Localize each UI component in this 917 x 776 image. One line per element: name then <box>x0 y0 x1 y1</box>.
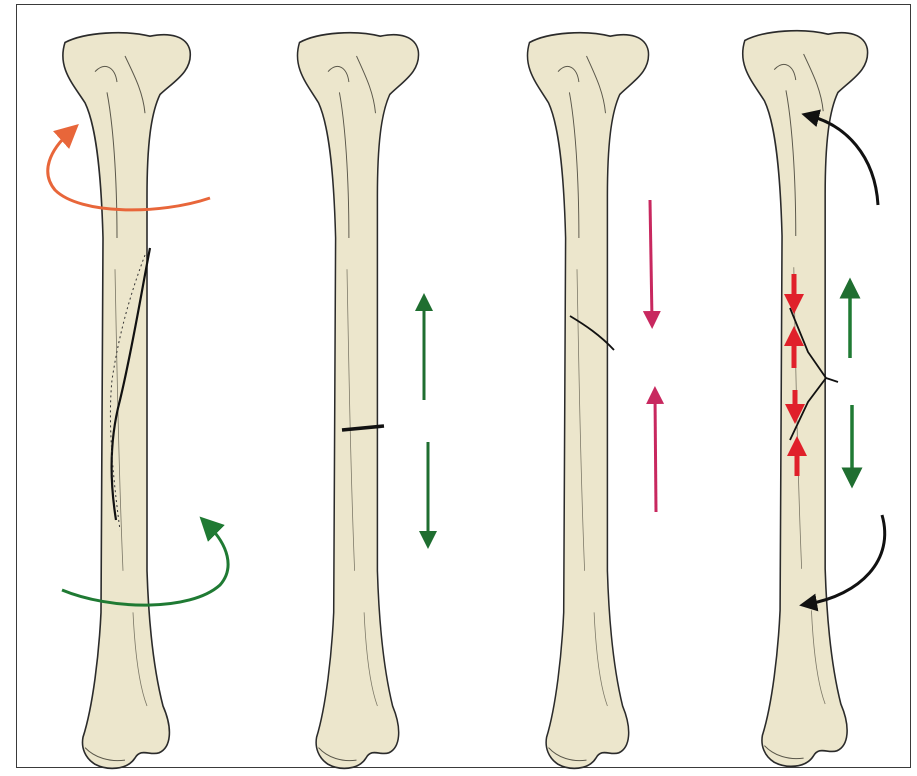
bone-panel-torsion <box>48 33 228 769</box>
compression-arrow-up <box>655 395 656 512</box>
bone-tension <box>297 33 418 769</box>
bone-bending <box>743 31 868 767</box>
bone-compression <box>527 33 648 769</box>
bone-panel-compression <box>527 33 656 769</box>
bone-panel-tension <box>297 33 428 769</box>
compression-arrow-down <box>650 200 652 320</box>
bone-panel-bending <box>743 31 885 767</box>
bone-torsion <box>63 33 190 769</box>
